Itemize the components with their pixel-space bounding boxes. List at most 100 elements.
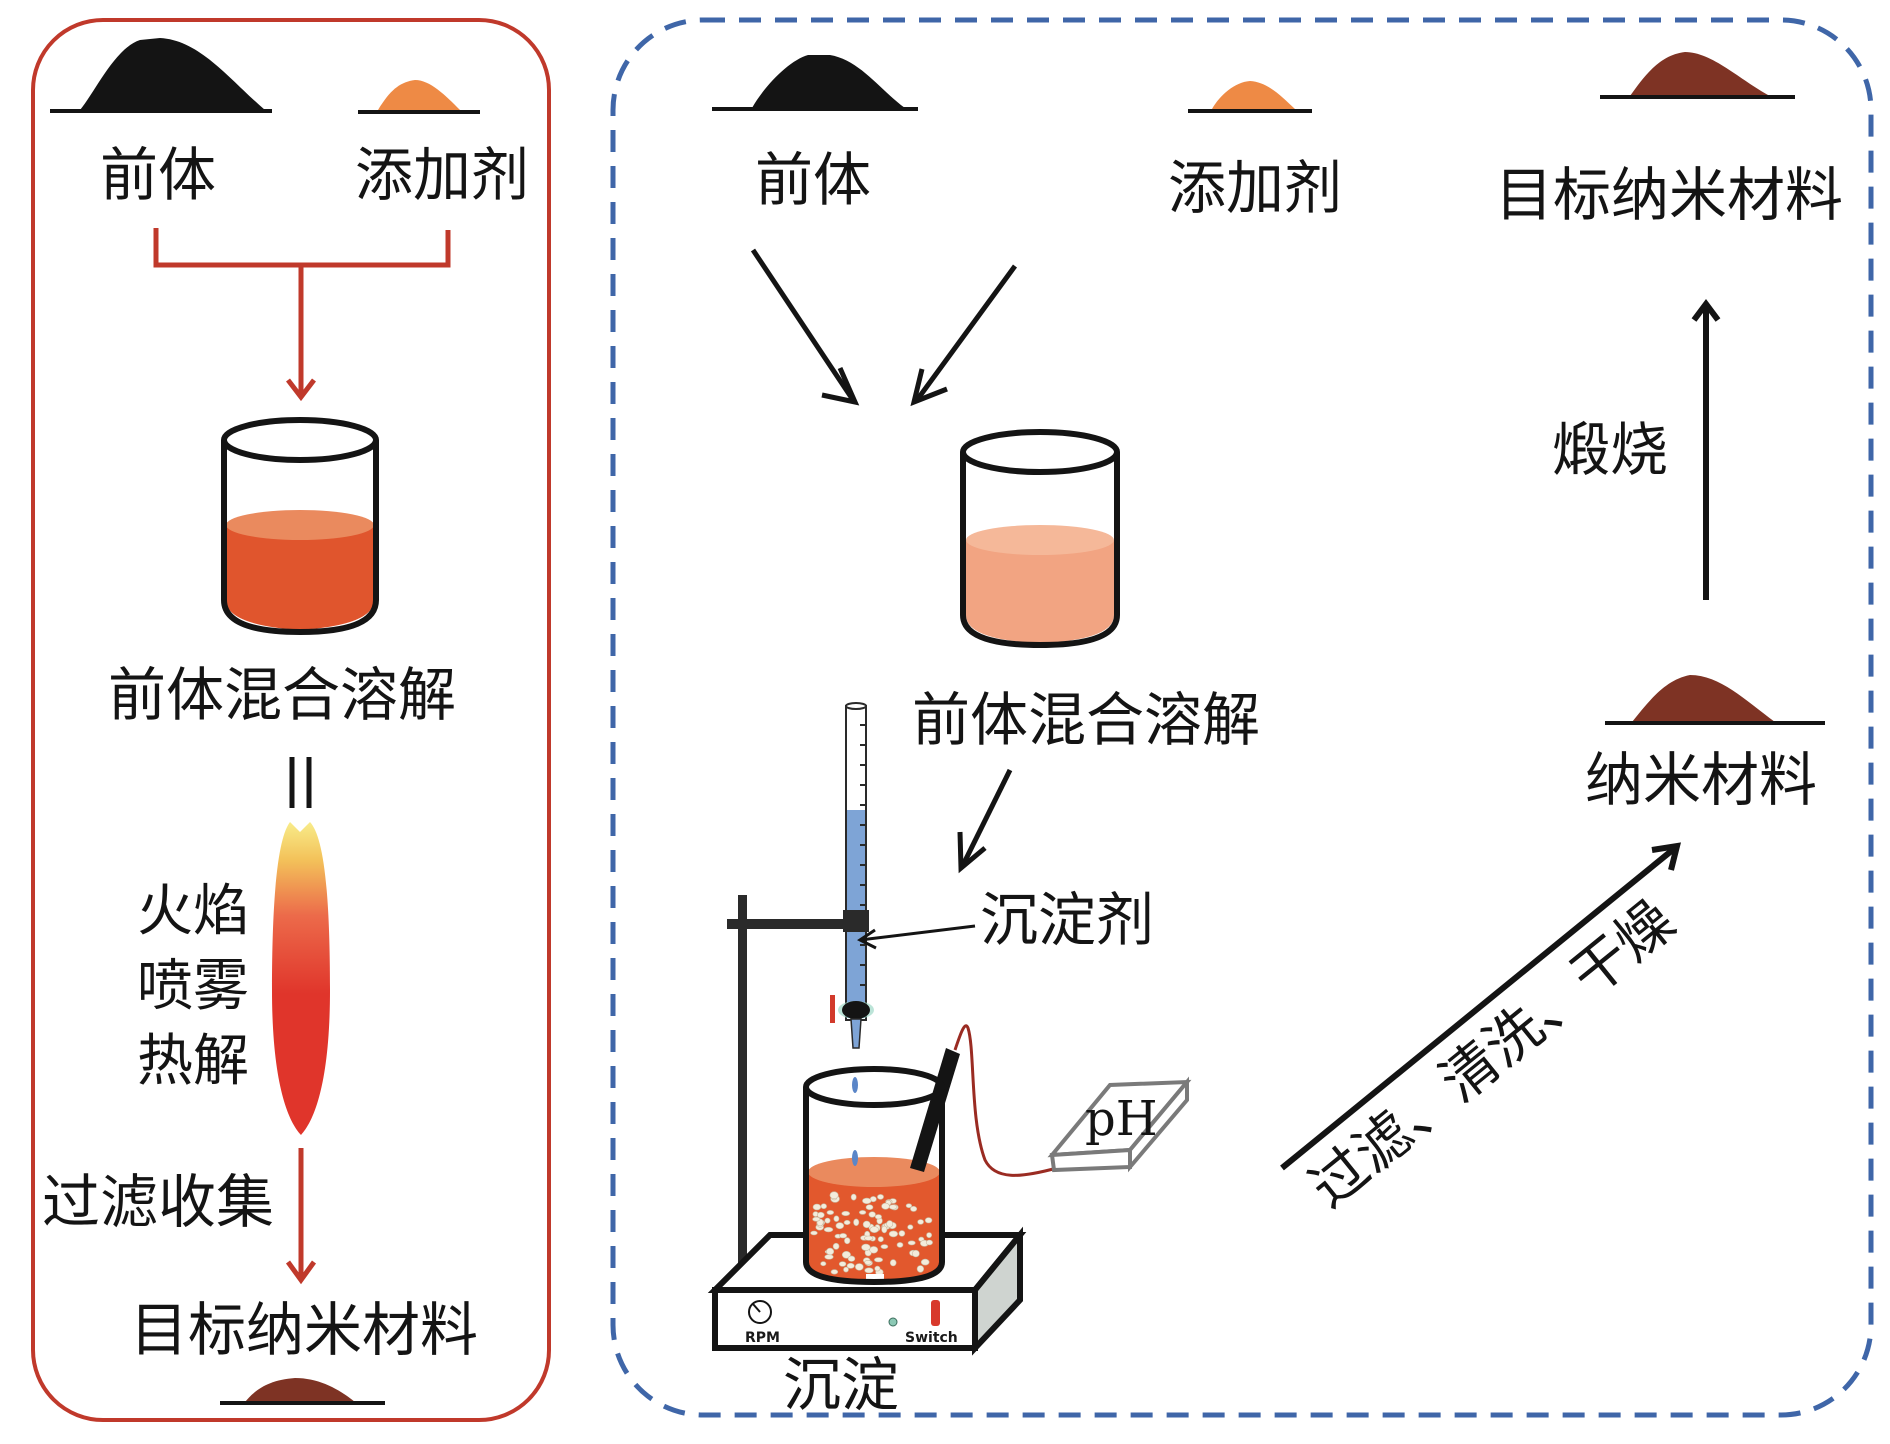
precipitate-particle [911, 1249, 920, 1258]
precipitate-particle [824, 1217, 831, 1224]
precipitate-particle [864, 1235, 874, 1241]
precipitate-particle [812, 1216, 821, 1222]
nano-material-label: 纳米材料 [1585, 746, 1817, 814]
precipitate-particle [854, 1263, 864, 1271]
precipitate-particle [874, 1214, 882, 1220]
switch-icon [931, 1300, 940, 1326]
ph-meter-icon [1047, 1076, 1192, 1173]
precipitate-particle [824, 1254, 834, 1260]
rpm-label: RPM [745, 1330, 780, 1346]
left-additive-label: 添加剂 [355, 141, 529, 209]
precipitate-particle [843, 1266, 849, 1273]
precipitate-particle [841, 1211, 851, 1217]
collect-arrow [285, 1148, 317, 1285]
precipitate-particle [850, 1193, 857, 1201]
right-precursor-label: 前体 [755, 146, 871, 214]
nano-powder-icon [1605, 675, 1825, 725]
burette-icon [830, 702, 874, 1049]
precipitate-particle [905, 1203, 913, 1208]
right-dissolve-label: 前体混合溶解 [912, 686, 1260, 754]
precipitate-particle [826, 1210, 834, 1215]
additive-powder-icon [358, 80, 480, 114]
precipitate-particle [812, 1203, 822, 1211]
precipitate-label: 沉淀 [783, 1351, 899, 1419]
right-beaker-icon [960, 429, 1120, 649]
left-merge-connector [153, 228, 451, 402]
right-additive-powder-icon [1188, 81, 1312, 113]
collect-label: 过滤收集 [42, 1168, 274, 1236]
precipitate-particle [877, 1236, 884, 1243]
switch-label: Switch [905, 1330, 958, 1346]
ph-label: pH [1085, 1091, 1158, 1147]
left-precursor-label: 前体 [100, 141, 216, 209]
precipitate-particle [865, 1204, 874, 1210]
flame-label-line-3: 热解 [137, 1029, 249, 1094]
precipitate-particle [910, 1206, 918, 1212]
precipitate-particle [853, 1218, 860, 1227]
precipitate-particle [869, 1226, 879, 1233]
precipitate-particle [862, 1197, 872, 1204]
wash-dry-label: 过滤、清洗、干燥 [1298, 888, 1687, 1220]
precipitate-particle [889, 1259, 897, 1267]
precipitate-particle [888, 1204, 898, 1210]
precipitate-particle [925, 1239, 933, 1246]
flame-label-line-1: 火焰 [137, 879, 249, 944]
precipitate-particle [864, 1267, 874, 1274]
ring-stand-icon [727, 895, 855, 1265]
dissolve-to-burette-arrow [957, 768, 1013, 874]
precipitate-particle [832, 1242, 840, 1250]
precipitate-particle [880, 1244, 889, 1249]
precipitate-particle [829, 1191, 839, 1199]
precipitation-beaker-icon [803, 1024, 1058, 1286]
flame-icon [272, 822, 330, 1135]
precipitate-particle [917, 1219, 924, 1225]
precipitant-label: 沉淀剂 [980, 886, 1154, 954]
precipitate-particle [823, 1226, 834, 1233]
precipitate-particle [810, 1230, 818, 1236]
right-additive-label: 添加剂 [1168, 154, 1342, 222]
left-product-powder-icon [220, 1378, 385, 1405]
precipitate-particle [846, 1262, 855, 1269]
target-powder-icon [1600, 52, 1795, 99]
precipitate-particle [826, 1247, 835, 1256]
target-material-label: 目标纳米材料 [1495, 161, 1843, 229]
precipitate-particle [886, 1220, 894, 1228]
precipitate-particle [916, 1265, 925, 1273]
precipitate-particle [888, 1230, 899, 1238]
precipitant-pointer-arrow [857, 924, 976, 950]
precipitate-particle [869, 1246, 879, 1254]
flame-label-line-2: 喷雾 [137, 954, 249, 1019]
precursor-powder-icon [50, 38, 272, 113]
precipitate-particle [847, 1255, 856, 1262]
precipitate-particle [833, 1215, 840, 1222]
precipitate-particle [861, 1243, 871, 1251]
precipitate-particle [830, 1269, 839, 1275]
precipitate-particle [858, 1210, 867, 1215]
precipitate-particle [881, 1225, 888, 1234]
calcination-label: 煅烧 [1552, 416, 1668, 484]
additive-to-beaker-arrow [910, 264, 1018, 407]
precipitate-particle [838, 1261, 847, 1267]
precipitate-particle [862, 1220, 871, 1229]
precursor-to-beaker-arrow [750, 248, 860, 406]
precipitate-particle [926, 1232, 932, 1238]
precipitate-particle [898, 1230, 906, 1237]
right-precursor-powder-icon [712, 55, 918, 111]
precipitate-particle [844, 1237, 851, 1245]
left-dissolve-label: 前体混合溶解 [108, 661, 456, 729]
right-panel-frame [610, 17, 1874, 1418]
power-led-icon [888, 1317, 898, 1327]
precipitate-particle [907, 1224, 914, 1230]
left-beaker-icon [221, 417, 379, 636]
wash-dry-arrow [1280, 842, 1682, 1171]
precipitate-particle [820, 1261, 827, 1267]
precipitate-particle [881, 1202, 890, 1210]
spray-nozzle-icon [289, 757, 312, 808]
precipitate-particle [877, 1194, 884, 1200]
left-product-label: 目标纳米材料 [130, 1296, 478, 1364]
precipitate-particle [873, 1257, 883, 1263]
precipitate-particle [835, 1222, 844, 1230]
precipitate-particle [841, 1251, 851, 1259]
precipitate-particle [896, 1242, 904, 1248]
